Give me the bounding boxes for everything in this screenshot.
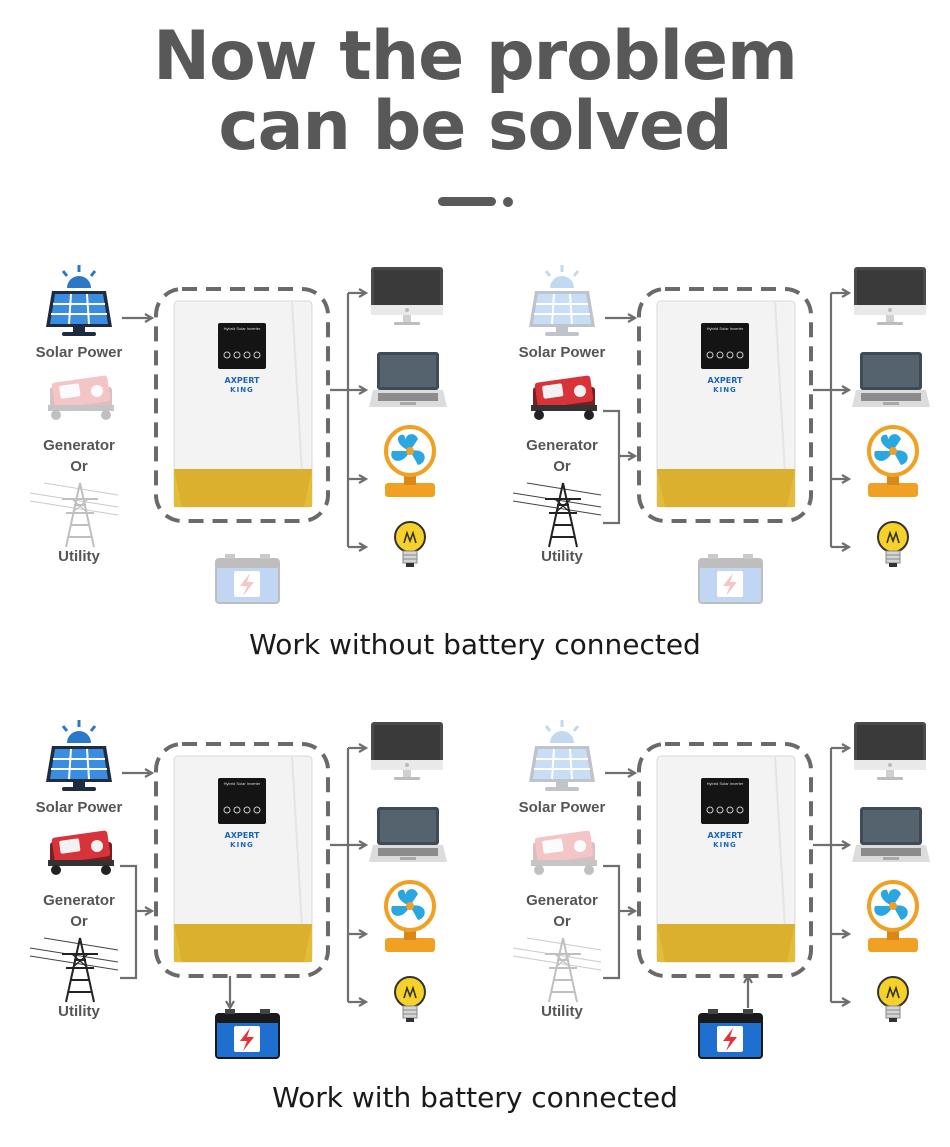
- inverter-screen: [218, 323, 266, 369]
- inverter-screen: [701, 778, 749, 824]
- fan-icon: [867, 425, 919, 497]
- monitor-icon: [854, 722, 926, 780]
- svg-text:Hybrid Solar Inverter: Hybrid Solar Inverter: [224, 326, 261, 331]
- svg-text:KING: KING: [230, 386, 254, 394]
- headline-line-2: can be solved: [218, 87, 732, 166]
- grid-input-bracket: [120, 864, 152, 980]
- svg-text:AXPERT: AXPERT: [708, 376, 743, 385]
- monitor-icon: [854, 267, 926, 325]
- caption-without-battery: Work without battery connected: [249, 628, 701, 661]
- light-bulb-icon: [877, 976, 909, 1022]
- utility-tower-icon: [29, 937, 119, 1003]
- diagram-panel-bottom-right: Hybrid Solar Inverter AXPERT KING: [483, 710, 950, 1070]
- generator-icon: [48, 375, 114, 420]
- or-label: Or: [553, 913, 571, 930]
- diagram-panel-bottom-left: Hybrid Solar Inverter AXPERT KING: [0, 710, 475, 1070]
- utility-label: Utility: [541, 1003, 583, 1020]
- solar-panel-icon: [46, 720, 112, 791]
- light-bulb-icon: [394, 521, 426, 567]
- battery-icon: [215, 554, 280, 604]
- output-branches: [813, 748, 849, 1002]
- utility-label: Utility: [58, 1003, 100, 1020]
- generator-label: Generator: [526, 437, 598, 454]
- system-boundary: [637, 742, 813, 978]
- battery-icon: [698, 1009, 763, 1059]
- inverter-screen: [218, 778, 266, 824]
- panel-diagram: Hybrid Solar Inverter AXPERT KING: [512, 265, 930, 604]
- utility-tower-icon: [29, 482, 119, 548]
- utility-tower-icon: [512, 937, 602, 1003]
- divider-dot: [503, 197, 513, 207]
- battery-icon: [698, 554, 763, 604]
- svg-text:KING: KING: [713, 841, 737, 849]
- svg-text:AXPERT: AXPERT: [708, 831, 743, 840]
- panel-diagram: Hybrid Solar Inverter AXPERT KING: [512, 720, 930, 1059]
- system-boundary: [154, 742, 330, 978]
- light-bulb-icon: [394, 976, 426, 1022]
- inverter: Hybrid Solar Inverter AXPERT KING: [656, 755, 796, 963]
- system-boundary: [637, 287, 813, 523]
- laptop-icon: [852, 352, 930, 407]
- inverter-screen: [701, 323, 749, 369]
- svg-text:AXPERT: AXPERT: [225, 831, 260, 840]
- generator-icon: [48, 830, 114, 875]
- output-branches: [330, 293, 366, 547]
- solar-power-label: Solar Power: [35, 799, 123, 816]
- svg-text:AXPERT: AXPERT: [225, 376, 260, 385]
- generator-label: Generator: [526, 892, 598, 909]
- panel-diagram: Hybrid Solar Inverter AXPERT KING: [29, 265, 447, 604]
- diagram-panel-top-right: Hybrid Solar Inverter AXPERT KING: [483, 255, 950, 615]
- grid-input-bracket: [603, 864, 635, 980]
- monitor-icon: [371, 267, 443, 325]
- inverter: Hybrid Solar Inverter AXPERT KING: [173, 300, 313, 508]
- battery-icon: [215, 1009, 280, 1059]
- fan-icon: [384, 425, 436, 497]
- laptop-icon: [369, 807, 447, 862]
- utility-label: Utility: [58, 548, 100, 565]
- laptop-icon: [369, 352, 447, 407]
- inverter: Hybrid Solar Inverter AXPERT KING: [173, 755, 313, 963]
- diagram-panel-top-left: Hybrid Solar Inverter AXPERT KING: [0, 255, 475, 615]
- headline: Now the problem can be solved: [0, 22, 950, 162]
- or-label: Or: [70, 458, 88, 475]
- solar-panel-icon: [46, 265, 112, 336]
- solar-panel-icon: [529, 720, 595, 791]
- svg-text:Hybrid Solar Inverter: Hybrid Solar Inverter: [224, 781, 261, 786]
- output-branches: [813, 293, 849, 547]
- monitor-icon: [371, 722, 443, 780]
- svg-text:Hybrid Solar Inverter: Hybrid Solar Inverter: [707, 326, 744, 331]
- laptop-icon: [852, 807, 930, 862]
- panel-diagram: Hybrid Solar Inverter AXPERT KING: [29, 720, 447, 1059]
- solar-power-label: Solar Power: [35, 344, 123, 361]
- utility-tower-icon: [512, 482, 602, 548]
- solar-power-label: Solar Power: [518, 344, 606, 361]
- svg-text:Hybrid Solar Inverter: Hybrid Solar Inverter: [707, 781, 744, 786]
- or-label: Or: [70, 913, 88, 930]
- utility-label: Utility: [541, 548, 583, 565]
- generator-icon: [531, 830, 597, 875]
- generator-label: Generator: [43, 437, 115, 454]
- output-branches: [330, 748, 366, 1002]
- solar-power-label: Solar Power: [518, 799, 606, 816]
- fan-icon: [867, 880, 919, 952]
- svg-text:KING: KING: [713, 386, 737, 394]
- generator-label: Generator: [43, 892, 115, 909]
- svg-text:KING: KING: [230, 841, 254, 849]
- divider-dash: [438, 197, 496, 206]
- headline-line-1: Now the problem: [153, 17, 798, 96]
- solar-panel-icon: [529, 265, 595, 336]
- generator-icon: [531, 375, 597, 420]
- caption-with-battery: Work with battery connected: [272, 1081, 678, 1114]
- inverter: Hybrid Solar Inverter AXPERT KING: [656, 300, 796, 508]
- or-label: Or: [553, 458, 571, 475]
- system-boundary: [154, 287, 330, 523]
- grid-input-bracket: [603, 409, 635, 525]
- fan-icon: [384, 880, 436, 952]
- light-bulb-icon: [877, 521, 909, 567]
